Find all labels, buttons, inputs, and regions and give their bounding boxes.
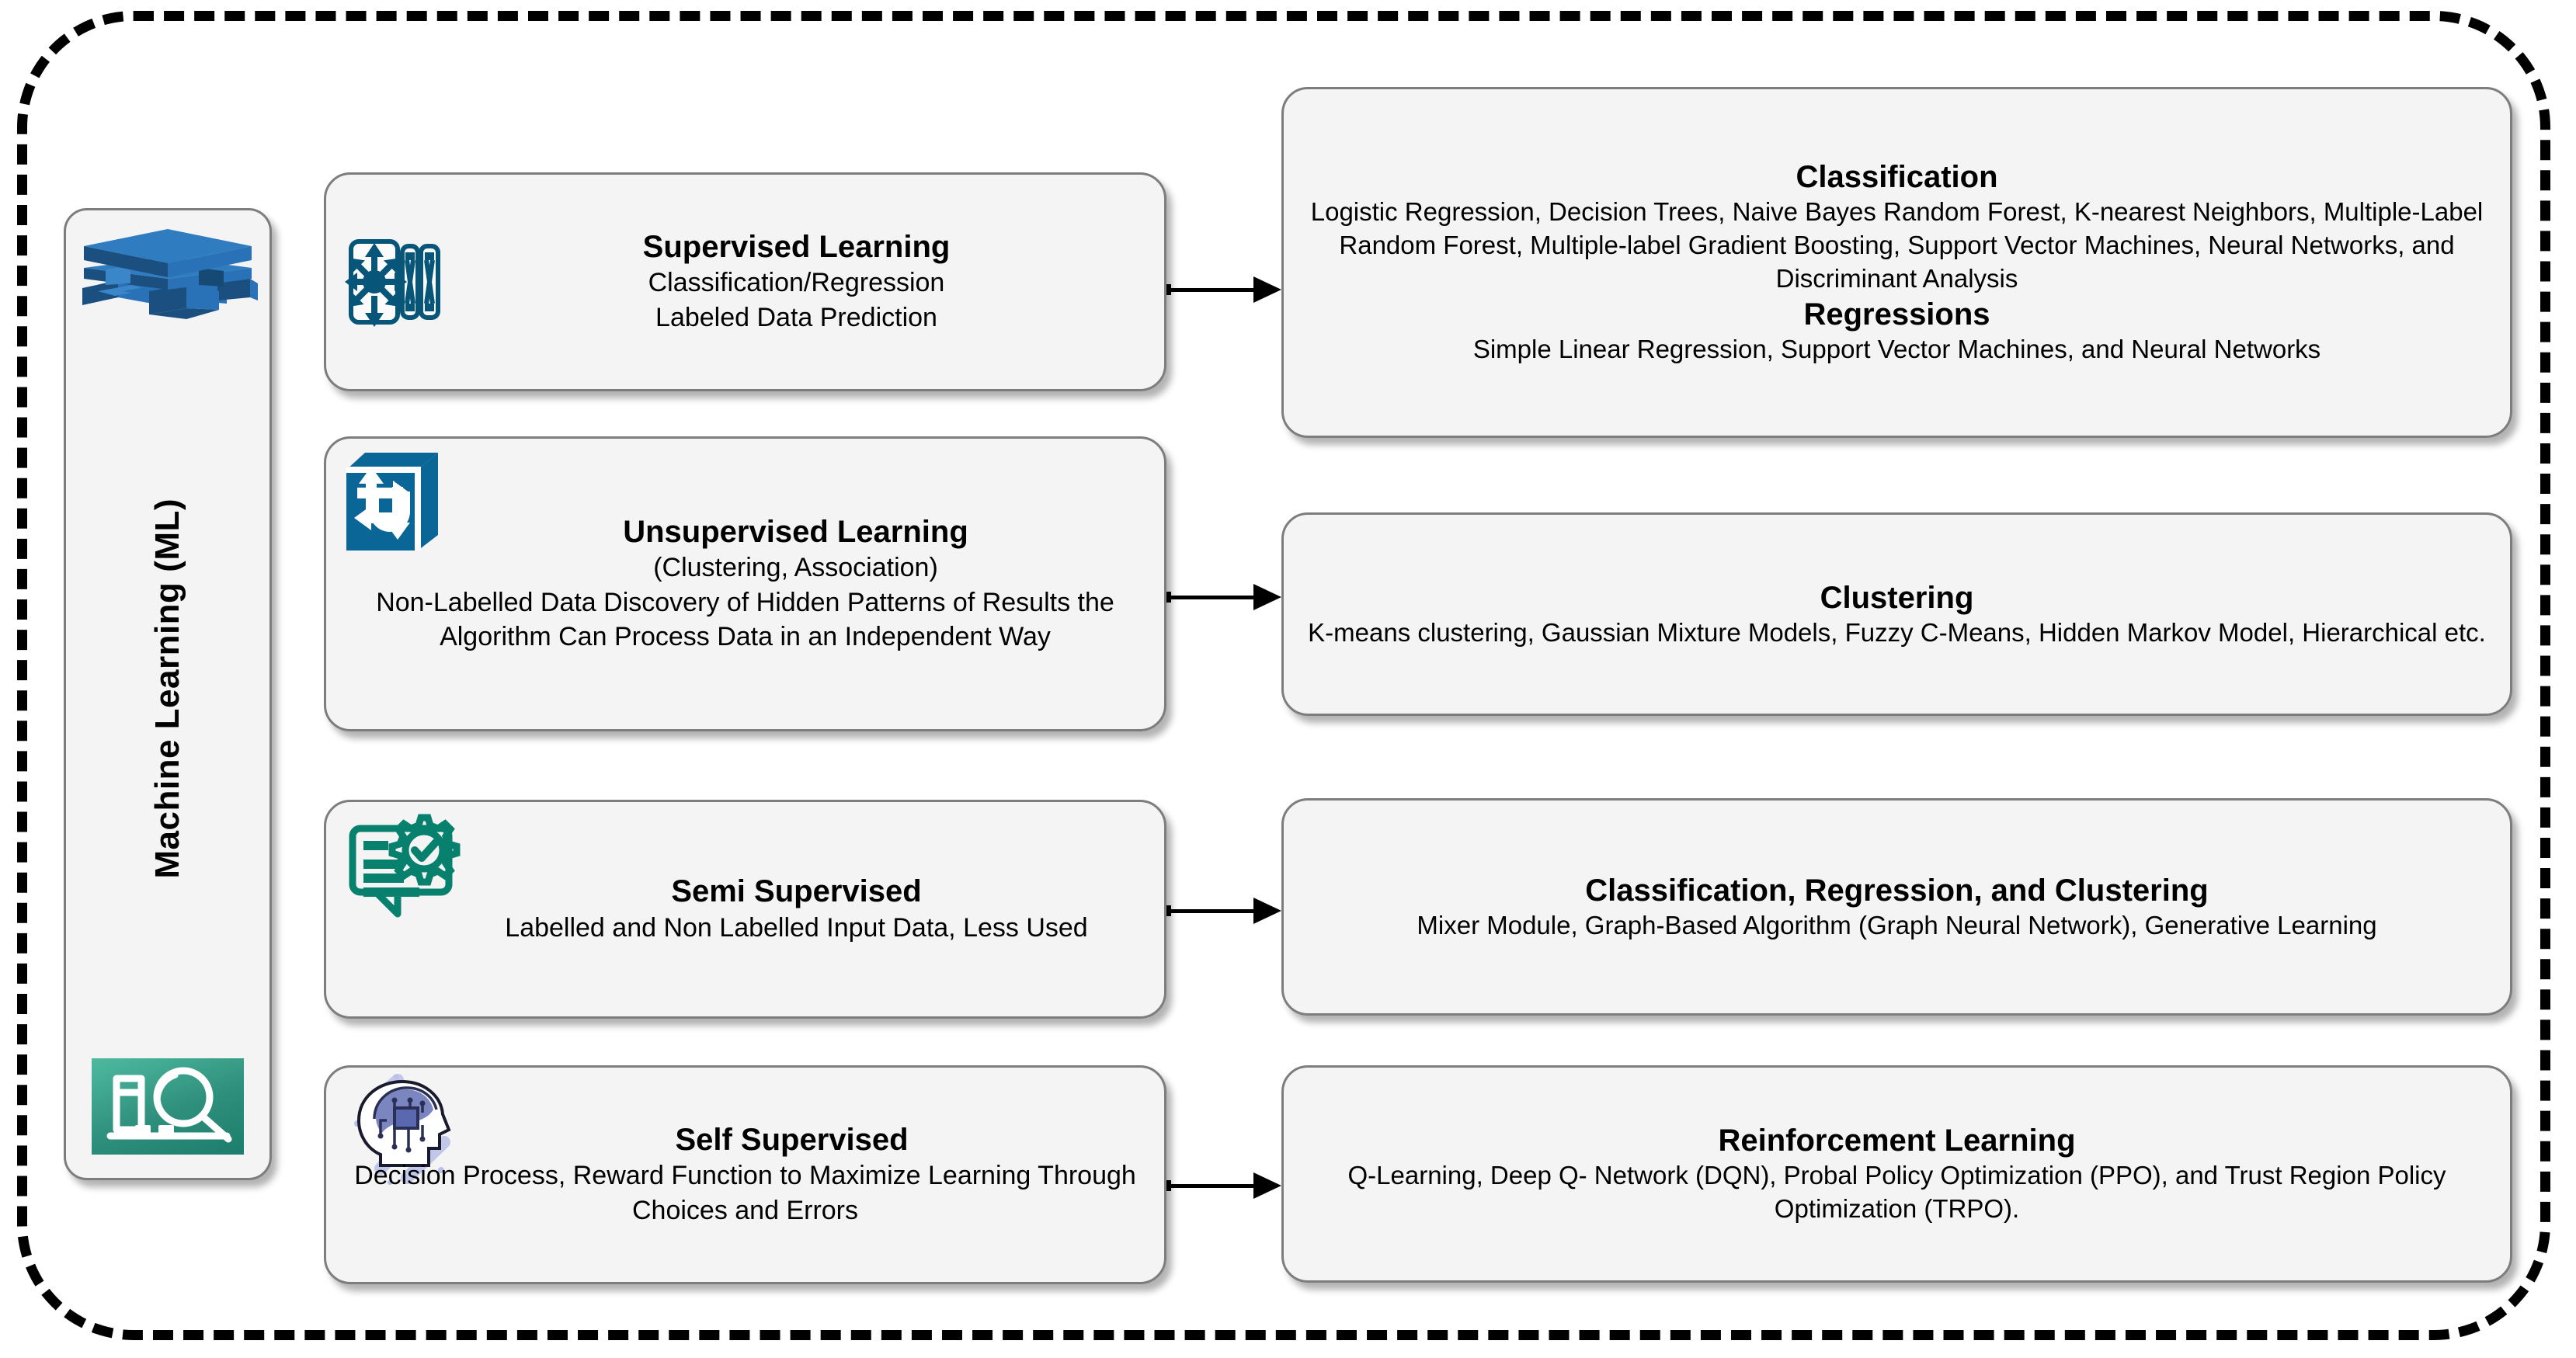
output-card-classification-regression-clustering[interactable]: Classification, Regression, and Clusteri… xyxy=(1281,798,2512,1016)
category-line-supervised-1: Classification/Regression xyxy=(648,268,945,298)
category-line-unsupervised-1: (Clustering, Association) xyxy=(653,553,938,583)
category-title-semi-supervised: Semi Supervised xyxy=(671,874,922,909)
outer-dashed-frame xyxy=(17,11,2550,1340)
layered-cube-stack-icon xyxy=(75,220,261,319)
output-card-clustering[interactable]: Clustering K-means clustering, Gaussian … xyxy=(1281,512,2512,716)
machine-learning-spine-card[interactable]: Machine Learning (ML) xyxy=(64,208,272,1180)
category-card-self-supervised[interactable]: Self Supervised Decision Process, Reward… xyxy=(324,1065,1166,1284)
arrow-unsupervised xyxy=(1166,584,1281,610)
category-title-self-supervised: Self Supervised xyxy=(675,1123,909,1158)
category-title-supervised: Supervised Learning xyxy=(642,230,951,265)
unsupervised-cube-icon xyxy=(343,450,444,558)
output-body-clustering: K-means clustering, Gaussian Mixture Mod… xyxy=(1308,617,2486,647)
arrow-supervised xyxy=(1166,276,1281,303)
output-body-regressions: Simple Linear Regression, Support Vector… xyxy=(1472,334,2321,363)
output-head-reinforcement: Reinforcement Learning xyxy=(1718,1124,2076,1158)
category-card-supervised[interactable]: Supervised Learning Classification/Regre… xyxy=(324,172,1166,391)
category-line-semi-supervised-1: Labelled and Non Labelled Input Data, Le… xyxy=(505,912,1088,943)
self-supervised-brain-chip-icon xyxy=(346,1074,463,1190)
semi-supervised-checklist-gear-icon xyxy=(346,814,461,925)
output-body-classification: Logistic Regression, Decision Trees, Nai… xyxy=(1310,197,2484,293)
output-head-regressions: Regressions xyxy=(1803,297,1990,332)
output-body-crc: Mixer Module, Graph-Based Algorithm (Gra… xyxy=(1417,910,2377,939)
output-card-reinforcement-learning[interactable]: Reinforcement Learning Q-Learning, Deep … xyxy=(1281,1065,2512,1283)
output-head-crc: Classification, Regression, and Clusteri… xyxy=(1585,873,2209,908)
category-card-semi-supervised[interactable]: Semi Supervised Labelled and Non Labelle… xyxy=(324,800,1166,1019)
category-line-unsupervised-2: Non-Labelled Data Discovery of Hidden Pa… xyxy=(376,587,1114,651)
machine-learning-label: Machine Learning (ML) xyxy=(148,498,186,879)
output-card-classification-regressions[interactable]: Classification Logistic Regression, Deci… xyxy=(1281,87,2512,438)
arrow-semi-supervised xyxy=(1166,898,1281,924)
arrow-self-supervised xyxy=(1166,1172,1281,1199)
data-analysis-magnifier-icon xyxy=(92,1058,244,1155)
category-line-self-supervised-1: Decision Process, Reward Function to Max… xyxy=(354,1161,1136,1225)
output-body-reinforcement: Q-Learning, Deep Q- Network (DQN), Proba… xyxy=(1347,1161,2446,1223)
category-line-supervised-2: Labeled Data Prediction xyxy=(655,302,937,332)
category-card-unsupervised[interactable]: Unsupervised Learning (Clustering, Assoc… xyxy=(324,436,1166,731)
output-head-classification: Classification xyxy=(1796,160,1998,195)
supervised-nodes-icon xyxy=(345,235,441,328)
machine-learning-label-wrap: Machine Learning (ML) xyxy=(66,319,269,1058)
output-head-clustering: Clustering xyxy=(1820,580,1974,615)
category-title-unsupervised: Unsupervised Learning xyxy=(623,515,968,550)
